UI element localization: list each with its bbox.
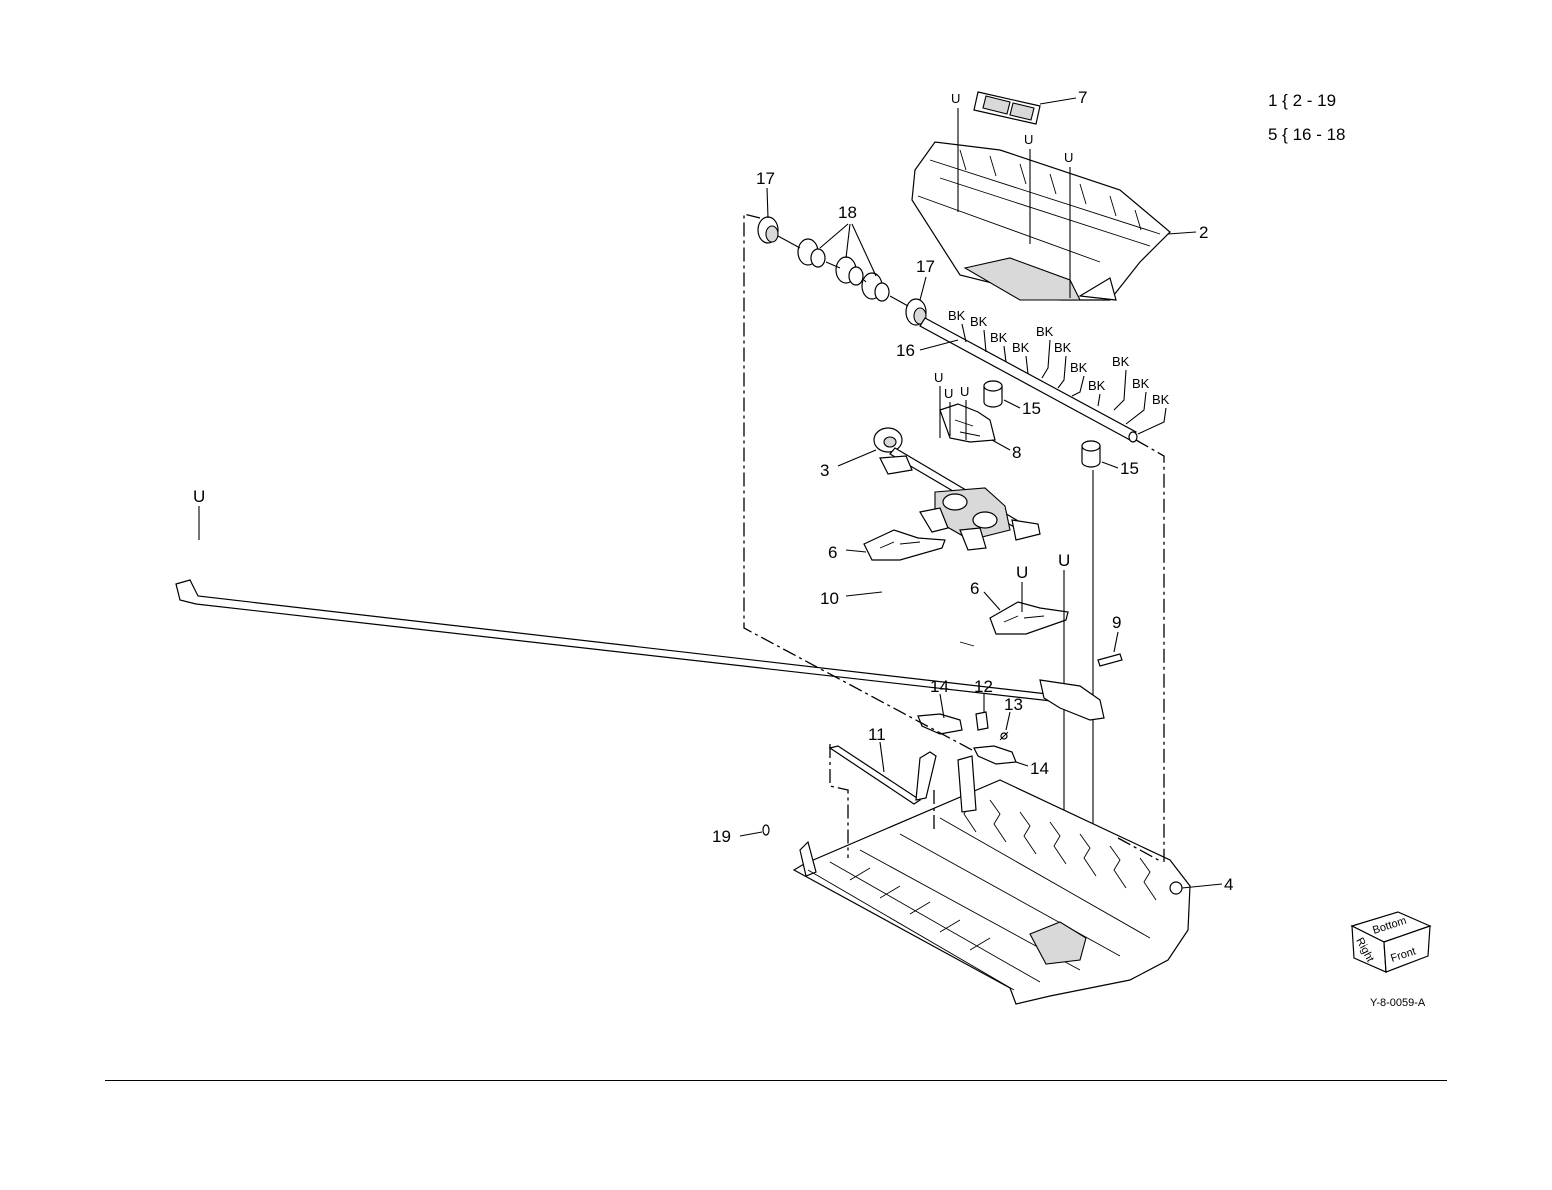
legend-line-1: 1 { 2 - 19 — [1268, 91, 1336, 110]
callout-4: 4 — [1224, 875, 1233, 894]
part-7-label-plate — [974, 92, 1040, 124]
u-mark: U — [1064, 150, 1073, 165]
callout-15-lower: 15 — [1120, 459, 1139, 478]
callout-6-left: 6 — [828, 543, 837, 562]
u-mark: U — [193, 487, 205, 506]
bk-mark: BK — [1152, 392, 1170, 407]
bk-mark: BK — [1132, 376, 1150, 391]
part-10-actuator-shaft — [176, 200, 1104, 720]
part-15-bushing-upper — [984, 381, 1002, 407]
u-mark: U — [934, 370, 943, 385]
callout-17-left: 17 — [756, 169, 775, 188]
part-4-lower-chute — [794, 756, 1190, 1004]
callout-19: 19 — [712, 827, 731, 846]
part-19-pin — [763, 825, 769, 835]
callout-12: 12 — [974, 677, 993, 696]
u-mark: U — [1024, 132, 1033, 147]
part-2-upper-chute — [912, 142, 1170, 300]
bk-mark: BK — [970, 314, 988, 329]
part-9-spring — [1098, 654, 1122, 666]
part-13-spring — [1000, 732, 1008, 740]
bk-mark: BK — [1036, 324, 1054, 339]
callout-17-right: 17 — [916, 257, 935, 276]
callout-14-upper: 14 — [930, 677, 949, 696]
figure-id: Y-8-0059-A — [1370, 997, 1426, 1009]
callout-16: 16 — [896, 341, 915, 360]
callout-11: 11 — [868, 725, 886, 744]
orientation-cube: Bottom Right Front — [1352, 912, 1430, 972]
u-mark: U — [960, 384, 969, 399]
part-15-bushing-lower — [1082, 441, 1100, 467]
callout-13: 13 — [1004, 695, 1023, 714]
u-mark: U — [944, 386, 953, 401]
bk-mark: BK — [1054, 340, 1072, 355]
u-mark: U — [1058, 551, 1070, 570]
part-12-clip — [976, 712, 988, 730]
callout-2: 2 — [1199, 223, 1208, 242]
part-8-bracket — [940, 404, 995, 442]
bk-mark: BK — [1070, 360, 1088, 375]
callout-3: 3 — [820, 461, 829, 480]
bk-mark: BK — [948, 308, 966, 323]
part-6-bracket-left — [172, 200, 945, 560]
u-mark: U — [951, 91, 960, 106]
callout-6-right: 6 — [970, 579, 979, 598]
bk-mark: BK — [1112, 354, 1130, 369]
part-14-lever-lower — [974, 746, 1016, 764]
legend-line-2: 5 { 16 - 18 — [1268, 125, 1346, 144]
footer-rule — [105, 1080, 1447, 1081]
bk-mark: BK — [1088, 378, 1106, 393]
part-17-18-rollers — [758, 217, 926, 325]
part-11-link-rod — [830, 746, 936, 804]
bk-mark: BK — [990, 330, 1008, 345]
part-3-feed-roller-assembly — [230, 200, 1040, 550]
u-mark: U — [1016, 563, 1028, 582]
callout-8: 8 — [1012, 443, 1021, 462]
part-6-bracket-right — [990, 602, 1068, 634]
callout-7: 7 — [1078, 88, 1087, 107]
bk-mark: BK — [1012, 340, 1030, 355]
callout-15-upper: 15 — [1022, 399, 1041, 418]
callout-18: 18 — [838, 203, 857, 222]
callout-10: 10 — [820, 589, 839, 608]
callout-14-lower: 14 — [1030, 759, 1049, 778]
callout-9: 9 — [1112, 613, 1121, 632]
